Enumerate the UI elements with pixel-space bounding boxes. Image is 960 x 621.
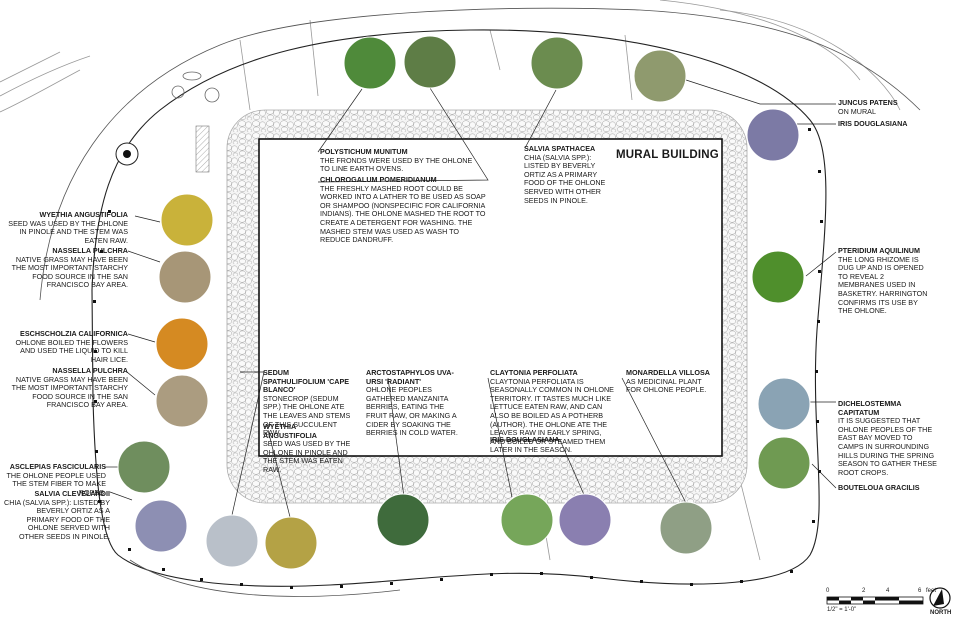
plant-name: SEDUM SPATHULIFOLIUM 'CAPE BLANCO': [263, 368, 350, 395]
plant-description: THE LONG RHIZOME IS DUG UP AND IS OPENED…: [838, 254, 928, 316]
label-monardella-villosa: MONARDELLA VILLOSA AS MEDICINAL PLANT FO…: [626, 368, 712, 395]
tree-marker-center: [123, 150, 131, 158]
label-claytonia-perfoliata: CLAYTONIA PERFOLIATA CLAYTONIA PERFOLIAT…: [490, 368, 614, 455]
plant-name: CHLOROGALUM POMERIDIANUM: [320, 175, 437, 184]
label-chlorogalum-pomeridianum: CHLOROGALUM POMERIDIANUM THE FRESHLY MAS…: [320, 175, 488, 245]
label-arctostaphylos-uva-ursi: ARCTOSTAPHYLOS UVA-URSI 'RADIANT' OHLONE…: [366, 368, 466, 438]
label-salvia-spathacea: SALVIA SPATHACEA CHIA (SALVIA SPP.): LIS…: [524, 144, 612, 205]
plant-description: CHIA (SALVIA SPP.): LISTED BY BEVERLY OR…: [524, 152, 606, 205]
photo-nassella-pulchra-2: [155, 374, 209, 428]
building-title: MURAL BUILDING: [616, 149, 719, 161]
plant-description: SEED WAS USED BY THE OHLONE IN PINOLE AN…: [8, 218, 128, 245]
plant-name: ESCHSCHOLZIA CALIFORNICA: [20, 329, 128, 338]
plant-name: DICHELOSTEMMA CAPITATUM: [838, 399, 902, 417]
plant-description: ON MURAL: [838, 106, 876, 116]
scale-tick-6: 6: [918, 588, 922, 594]
plant-description: CLAYTONIA PERFOLIATA IS SEASONALLY COMMO…: [490, 376, 614, 455]
plant-description: THE FRESHLY MASHED ROOT COULD BE WORKED …: [320, 183, 486, 245]
plant-description: AS MEDICINAL PLANT FOR OHLONE PEOPLE.: [626, 376, 707, 395]
photo-chlorogalum-pomeridianum: [403, 35, 457, 89]
photo-asclepias-fascicularis: [117, 440, 171, 494]
scale-ratio: 1/2" = 1'-0": [827, 607, 857, 613]
label-pteridium-aquilinum: PTERIDIUM AQUILINUM THE LONG RHIZOME IS …: [838, 246, 930, 316]
mural-building: [258, 138, 723, 457]
label-iris-douglasiana-inner: IRIS DOUGLASIANA: [490, 435, 590, 445]
photo-dichelostemma-capitatum: [757, 377, 811, 431]
plant-name: CLAYTONIA PERFOLIATA: [490, 368, 578, 377]
label-wyethia-angustifolia-inner: WYETHIA ANGUSTIFOLIA SEED WAS USED BY TH…: [263, 422, 351, 475]
plant-description: IT IS SUGGESTED THAT OHLONE PEOPLES OF T…: [838, 416, 937, 477]
plant-description: STONECROP (SEDUM SPP.) THE OHLONE ATE TH…: [263, 393, 351, 438]
label-salvia-clevelandii: SALVIA CLEVELANDII CHIA (SALVIA SPP.): L…: [4, 489, 110, 542]
north-arrow-icon: [929, 587, 951, 609]
plant-name: BOUTELOUA GRACILIS: [838, 483, 920, 492]
photo-pteridium-aquilinum: [751, 250, 805, 304]
boundary-posts: [93, 128, 823, 589]
label-eschscholzia-californica: ESCHSCHOLZIA CALIFORNICA OHLONE BOILED T…: [8, 329, 129, 364]
photo-wyethia-angustifolia: [160, 193, 214, 247]
label-polystichum-munitum: POLYSTICHUM MUNITUM THE FRONDS WERE USED…: [320, 147, 480, 174]
outer-path-line-2: [129, 559, 401, 597]
plant-name: ARCTOSTAPHYLOS UVA-URSI 'RADIANT': [366, 368, 454, 386]
outer-path-line: [39, 7, 921, 301]
scale-tick-0: 0: [826, 588, 830, 594]
photo-sedum-spathulifolium: [205, 514, 259, 568]
plant-description: CHIA (SALVIA SPP.): LISTED BY BEVERLY OR…: [4, 497, 110, 541]
plant-description: OHLONE PEOPLES GATHERED MANZANITA BERRIE…: [366, 385, 458, 438]
scale-bar: [826, 596, 924, 605]
plant-name: POLYSTICHUM MUNITUM: [320, 147, 408, 156]
photo-polystichum-munitum: [343, 36, 397, 90]
plant-description: SEED WAS USED BY THE OHLONE IN PINOLE AN…: [263, 439, 351, 474]
label-asclepias-fascicularis: ASCLEPIAS FASCICULARIS THE OHLONE PEOPLE…: [4, 462, 106, 497]
plant-name: JUNCUS PATENS: [838, 98, 898, 107]
north-label: NORTH: [930, 610, 952, 616]
scale-tick-4: 4: [886, 588, 890, 594]
label-sedum-spathulifolium: SEDUM SPATHULIFOLIUM 'CAPE BLANCO' STONE…: [263, 368, 351, 438]
hatched-bench: [195, 125, 210, 173]
leader-lines: [104, 79, 837, 518]
label-dichelostemma-capitatum: DICHELOSTEMMA CAPITATUM IT IS SUGGESTED …: [838, 399, 938, 477]
photo-iris-douglasiana-bottom: [558, 493, 612, 547]
plant-name: SALVIA SPATHACEA: [524, 144, 596, 153]
site-boundary-lines: [0, 0, 901, 561]
plant-name: ASCLEPIAS FASCICULARIS: [9, 462, 106, 471]
photo-nassella-pulchra-1: [158, 250, 212, 304]
plant-description: THE OHLONE PEOPLE USED THE STEM FIBER TO…: [6, 470, 106, 497]
label-iris-douglasiana-top: IRIS DOUGLASIANA: [838, 119, 938, 129]
photo-juncus-patens: [633, 49, 687, 103]
plant-description: NATIVE GRASS MAY HAVE BEEN THE MOST IMPO…: [11, 374, 128, 410]
planting-bed-boundary: [91, 29, 827, 587]
plant-description: NATIVE GRASS MAY HAVE BEEN THE MOST IMPO…: [11, 254, 128, 290]
label-nassella-pulchra-2: NASSELLA PULCHRA NATIVE GRASS MAY HAVE B…: [8, 366, 128, 410]
label-wyethia-angustifolia: WYETHIA ANGUSTIFOLIA SEED WAS USED BY TH…: [8, 210, 128, 245]
photo-eschscholzia-californica: [155, 317, 209, 371]
photo-wyethia-angustifolia-bottom: [264, 516, 318, 570]
photo-arctostaphylos-uva-ursi: [376, 493, 430, 547]
scale-tick-2: 2: [862, 588, 866, 594]
scale-unit: feet: [926, 588, 937, 594]
photo-bouteloua-gracilis: [757, 436, 811, 490]
photo-salvia-spathacea: [530, 36, 584, 90]
plant-name: WYETHIA ANGUSTIFOLIA: [39, 210, 128, 219]
plant-name: NASSELLA PULCHRA: [52, 366, 128, 375]
site-feature-ovals: [171, 71, 220, 103]
plant-name: MONARDELLA VILLOSA: [626, 368, 710, 377]
plant-name: IRIS DOUGLASIANA: [838, 119, 908, 128]
photo-monardella-villosa: [659, 501, 713, 555]
plant-name: WYETHIA ANGUSTIFOLIA: [263, 422, 317, 440]
photo-iris-douglasiana-top: [746, 108, 800, 162]
plant-description: OHLONE BOILED THE FLOWERS AND USED THE L…: [15, 337, 129, 364]
plant-name: SALVIA CLEVELANDII: [34, 489, 110, 498]
label-bouteloua-gracilis: BOUTELOUA GRACILIS: [838, 483, 938, 493]
label-nassella-pulchra-1: NASSELLA PULCHRA NATIVE GRASS MAY HAVE B…: [8, 246, 128, 290]
plant-name: PTERIDIUM AQUILINUM: [838, 246, 920, 255]
photo-salvia-clevelandii: [134, 499, 188, 553]
plant-name: NASSELLA PULCHRA: [52, 246, 128, 255]
plant-photos: [117, 35, 811, 570]
photo-claytonia-perfoliata: [500, 493, 554, 547]
label-juncus-patens: JUNCUS PATENS ON MURAL: [838, 98, 938, 116]
plant-name: IRIS DOUGLASIANA: [490, 435, 560, 444]
plant-description: THE FRONDS WERE USED BY THE OHLONE TO LI…: [320, 155, 473, 174]
